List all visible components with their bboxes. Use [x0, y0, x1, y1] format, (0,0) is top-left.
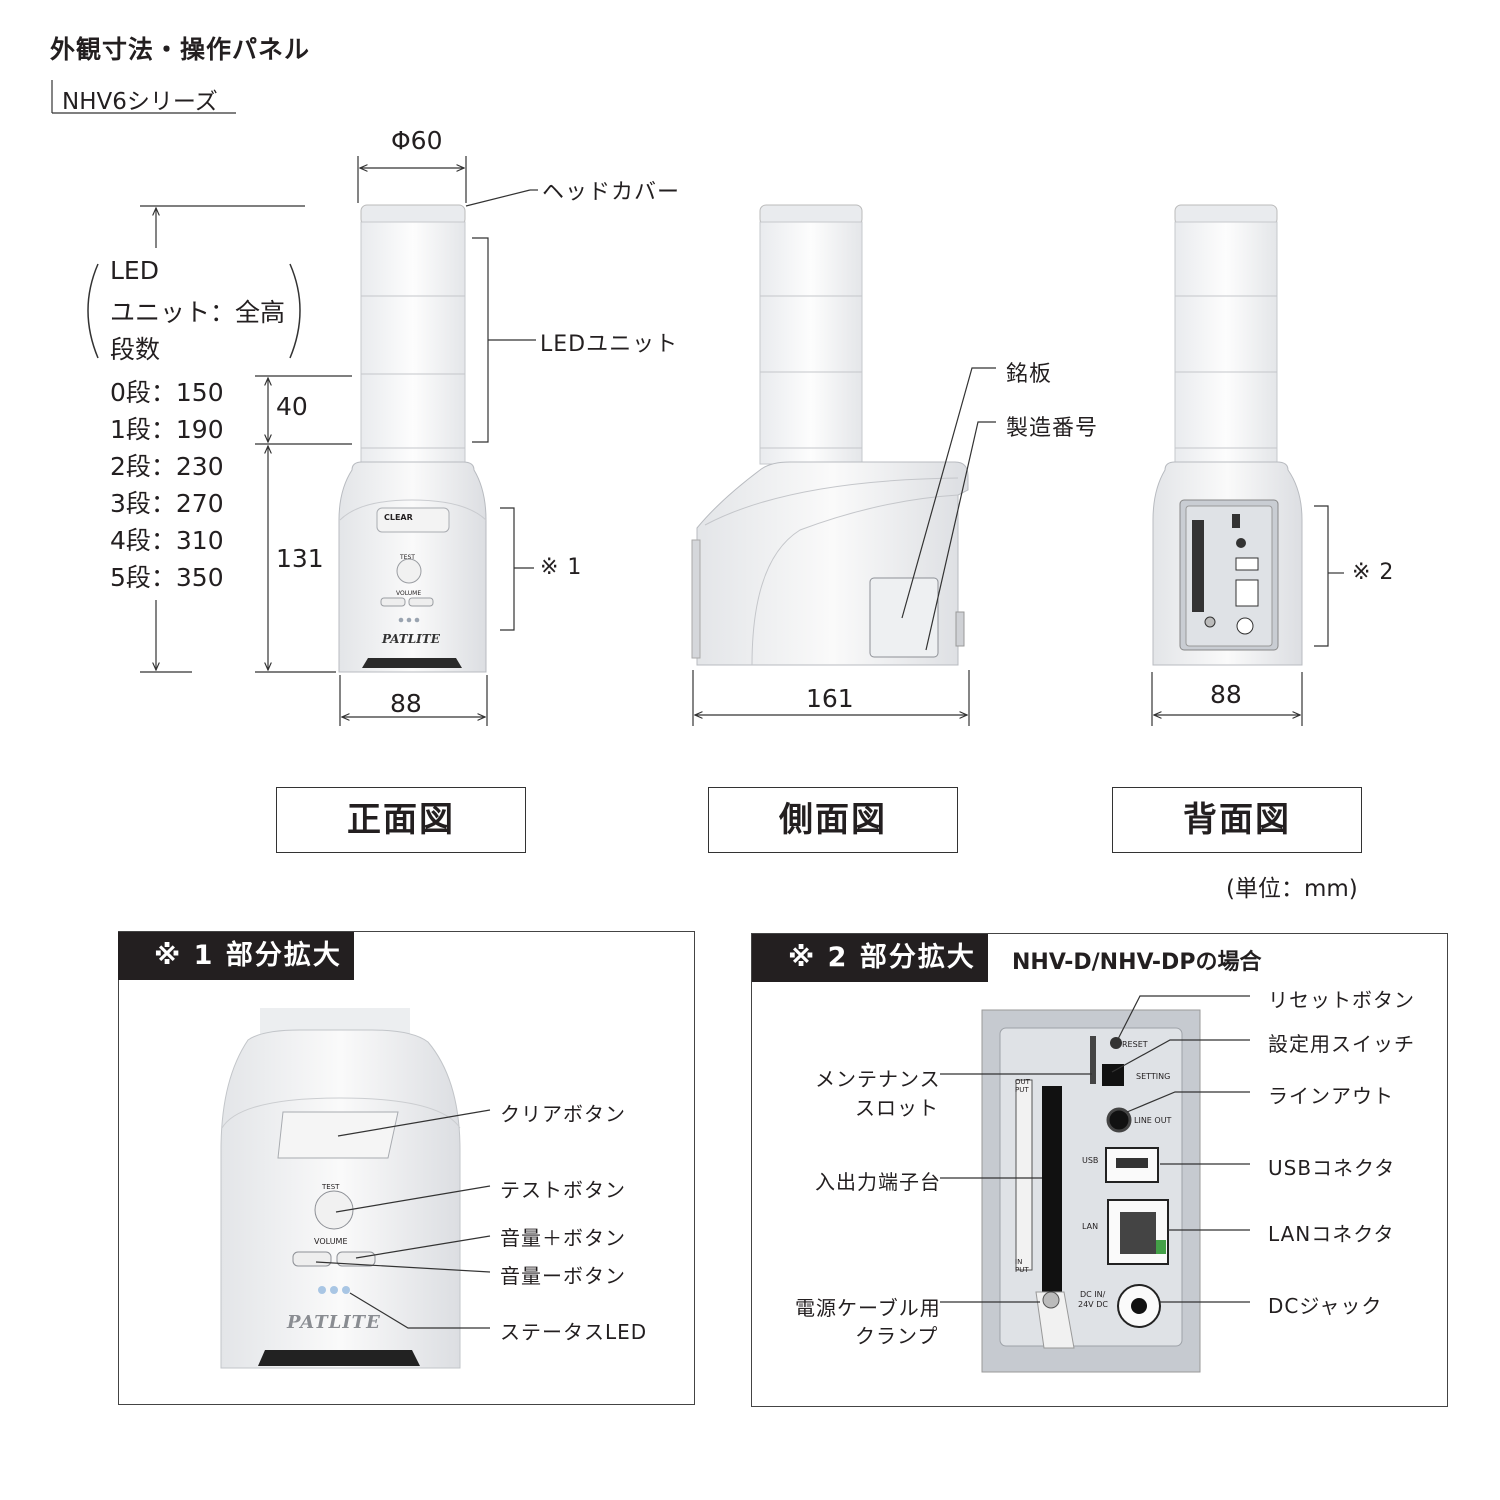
- line-out-label: ラインアウト: [1268, 1084, 1394, 1108]
- side-view-drawing: [691, 204, 969, 666]
- front-test-label: TEST: [400, 554, 415, 561]
- height-table-brackets: [87, 263, 301, 359]
- side-dimension-lines: [692, 367, 996, 726]
- back-dimension-lines: [1151, 505, 1344, 726]
- back-note-label: ※ 2: [1352, 560, 1395, 585]
- front-width-label: 88: [390, 689, 422, 718]
- front-brand-logo: PATLITE: [382, 632, 440, 646]
- height-table-row: 5段：350: [110, 563, 224, 592]
- test-button-label: テストボタン: [500, 1178, 626, 1202]
- serial-number-label: 製造番号: [1006, 416, 1099, 441]
- front-dimension-lines: [140, 156, 538, 726]
- panel-output-text: OUT PUT: [1015, 1078, 1030, 1094]
- clear-button-label: クリアボタン: [500, 1102, 626, 1126]
- status-led-label: ステータスLED: [500, 1320, 648, 1344]
- page-title: 外観寸法・操作パネル: [50, 35, 311, 64]
- cable-clamp-label-1: 電源ケーブル用: [795, 1296, 941, 1320]
- led-unit-label: LEDユニット: [540, 332, 679, 357]
- detail2-leader-lines: [940, 995, 1250, 1303]
- detail2-drawing: [981, 1009, 1201, 1373]
- detail1-test-label: TEST: [322, 1183, 340, 1191]
- back-view-drawing: [1152, 204, 1303, 666]
- height-table-row: 3段：270: [110, 489, 224, 518]
- unit-height-label: 40: [276, 392, 308, 421]
- volume-up-label: 音量＋ボタン: [500, 1226, 626, 1250]
- series-label: NHV6シリーズ: [62, 89, 218, 115]
- panel-dc-text-2: 24V DC: [1078, 1300, 1108, 1309]
- front-clear-button: CLEAR: [384, 513, 413, 522]
- front-note-label: ※ 1: [540, 555, 583, 580]
- panel-reset-text: RESET: [1122, 1040, 1148, 1049]
- setting-switch-label: 設定用スイッチ: [1268, 1032, 1415, 1056]
- unit-note: (単位：mm): [1226, 876, 1358, 902]
- base-height-label: 131: [276, 544, 324, 573]
- back-view-caption: 背面図: [1112, 787, 1362, 853]
- height-table-header-2: ユニット：全高: [110, 298, 286, 327]
- back-width-label: 88: [1210, 680, 1242, 709]
- height-table-row: 2段：230: [110, 452, 224, 481]
- side-view-caption: 側面図: [708, 787, 958, 853]
- front-diameter-label: Φ60: [391, 126, 443, 155]
- head-cover-label: ヘッドカバー: [542, 180, 681, 205]
- maintenance-slot-label-1: メンテナンス: [815, 1067, 941, 1091]
- reset-button-label: リセットボタン: [1268, 988, 1415, 1012]
- front-view-caption: 正面図: [276, 787, 526, 853]
- panel-lineout-text: LINE OUT: [1134, 1116, 1172, 1125]
- dc-jack-label: DCジャック: [1268, 1294, 1383, 1318]
- panel-setting-text: SETTING: [1136, 1072, 1171, 1081]
- panel-lan-text: LAN: [1082, 1222, 1099, 1231]
- nameplate-label: 銘板: [1006, 362, 1053, 387]
- panel-dc-text-1: DC IN/: [1080, 1290, 1106, 1299]
- terminal-block-label: 入出力端子台: [815, 1170, 941, 1194]
- detail1-heading: ※ 1 部分拡大: [118, 932, 354, 980]
- detail2-frame: [751, 933, 1448, 1407]
- height-table-header-3: 段数: [110, 335, 161, 364]
- detail1-volume-label: VOLUME: [314, 1237, 348, 1246]
- side-width-label: 161: [806, 684, 854, 713]
- detail1-brand-logo: PATLITE: [287, 1312, 381, 1333]
- height-table-row: 0段：150: [110, 378, 224, 407]
- usb-connector-label: USBコネクタ: [1268, 1156, 1396, 1180]
- height-table-header-1: LED: [110, 256, 159, 285]
- detail1-frame: [118, 931, 695, 1405]
- front-view-drawing: [338, 204, 487, 673]
- volume-down-label: 音量ーボタン: [500, 1264, 626, 1288]
- panel-input-text: IN PUT: [1015, 1258, 1029, 1274]
- detail2-heading: ※ 2 部分拡大: [752, 934, 988, 982]
- maintenance-slot-label-2: スロット: [855, 1096, 939, 1120]
- lan-connector-label: LANコネクタ: [1268, 1222, 1395, 1246]
- detail1-leader-lines: [315, 1109, 491, 1329]
- height-table-row: 1段：190: [110, 415, 224, 444]
- series-underline: [51, 80, 236, 114]
- height-table-row: 4段：310: [110, 526, 224, 555]
- front-volume-label: VOLUME: [396, 590, 422, 597]
- detail2-subtitle: NHV-D/NHV-DPの場合: [1012, 950, 1262, 975]
- panel-usb-text: USB: [1082, 1156, 1099, 1165]
- cable-clamp-label-2: クランプ: [855, 1324, 939, 1348]
